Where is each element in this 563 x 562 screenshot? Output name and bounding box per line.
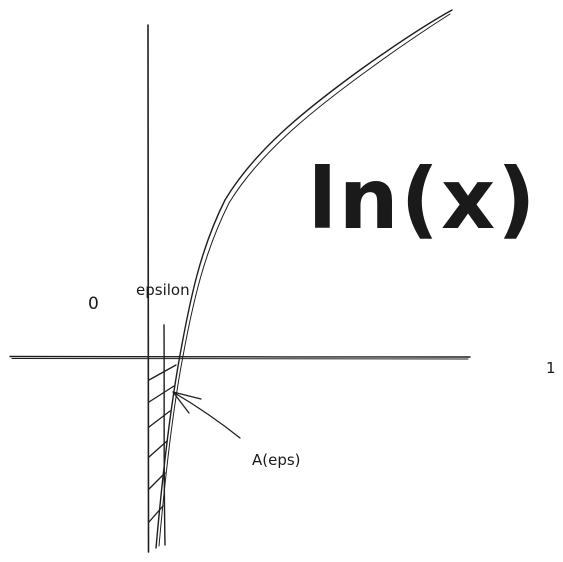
x-axis-stroke-2 <box>11 357 469 360</box>
area-hatching <box>148 364 177 523</box>
hatch-line <box>148 505 164 523</box>
epsilon-line <box>163 324 166 546</box>
area-label: A(eps) <box>252 451 301 469</box>
hatch-line <box>148 385 175 403</box>
area-arrow-shaft <box>172 391 241 439</box>
epsilon-label: epsilon <box>136 281 190 299</box>
ln-curve <box>155 9 453 549</box>
ln-curve-stroke-2 <box>158 13 451 547</box>
hatch-line <box>148 440 168 458</box>
one-label: 1 <box>546 359 556 377</box>
area-arrow-head <box>172 391 202 414</box>
function-title: ln(x) <box>308 150 538 248</box>
hatch-line <box>148 410 171 428</box>
hatch-line <box>148 364 177 381</box>
x-axis <box>9 355 471 358</box>
y-axis <box>147 24 150 553</box>
origin-label: 0 <box>88 294 99 314</box>
hatch-line <box>148 472 166 490</box>
